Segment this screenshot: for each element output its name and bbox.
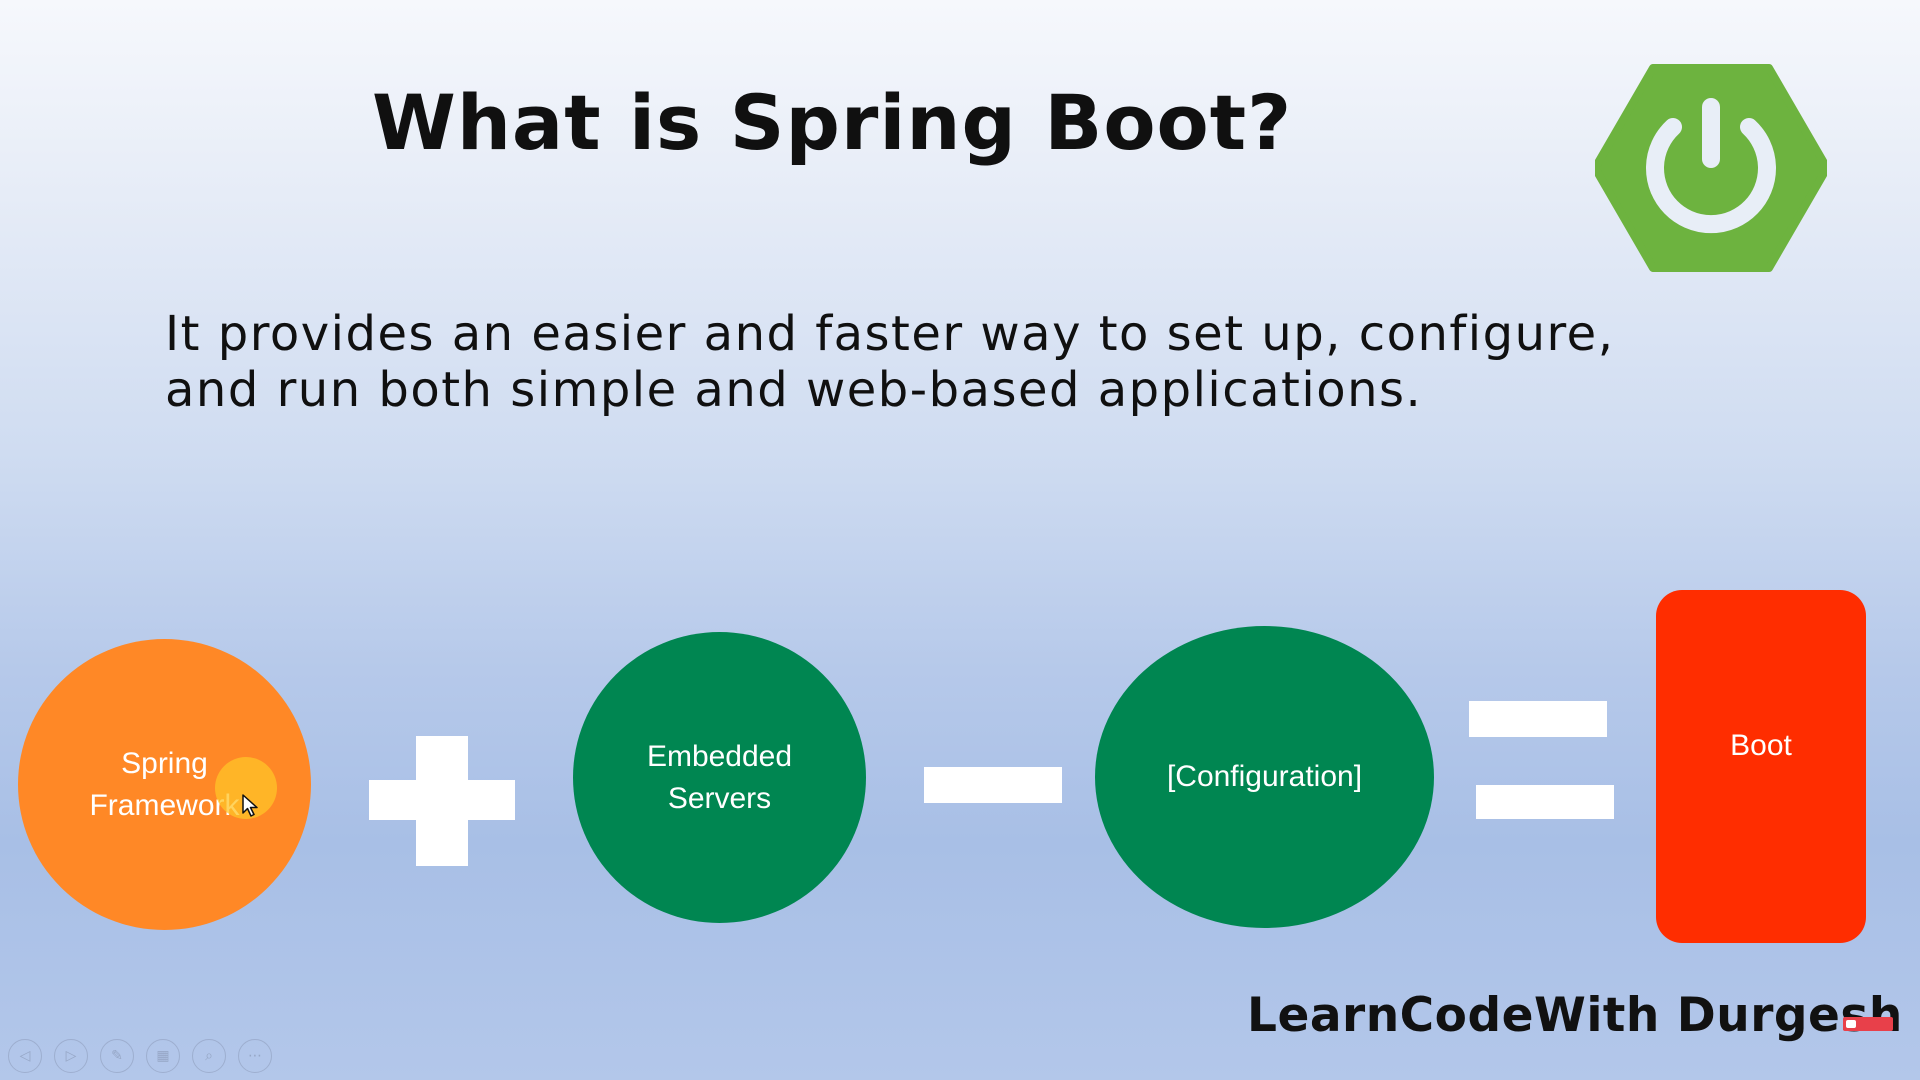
description-line-1: It provides an easier and faster way to … bbox=[165, 306, 1615, 362]
spring-framework-label-line-1: Spring bbox=[121, 746, 208, 780]
embedded-servers-label-line-1: Embedded bbox=[646, 739, 793, 773]
slide-title: What is Spring Boot? bbox=[372, 78, 1293, 167]
zoom-icon[interactable]: ⌕ bbox=[192, 1039, 226, 1073]
boot-label: Boot bbox=[1730, 728, 1792, 762]
logo-power-arc bbox=[1646, 118, 1776, 234]
channel-watermark: LearnCodeWith Durgesh bbox=[1247, 988, 1903, 1043]
previous-icon[interactable]: ◁ bbox=[8, 1039, 42, 1073]
plus-sign-vertical bbox=[416, 736, 468, 866]
configuration-circle: [Configuration] bbox=[1095, 626, 1434, 928]
subscribe-badge[interactable] bbox=[1843, 1017, 1893, 1031]
spring-power-icon bbox=[1595, 64, 1827, 272]
configuration-label: [Configuration] bbox=[1166, 760, 1363, 793]
embedded-servers-circle: Embedded Servers bbox=[573, 632, 866, 923]
logo-power-line bbox=[1702, 98, 1720, 168]
more-icon[interactable]: ⋯ bbox=[238, 1039, 272, 1073]
slide-description: It provides an easier and faster way to … bbox=[165, 306, 1725, 418]
slideshow-controls: ◁ ▷ ✎ ▦ ⌕ ⋯ bbox=[8, 1039, 272, 1073]
equals-sign-bottom-bar bbox=[1476, 785, 1614, 819]
slides-grid-icon[interactable]: ▦ bbox=[146, 1039, 180, 1073]
boot-box: Boot bbox=[1656, 590, 1866, 943]
minus-sign bbox=[924, 767, 1062, 803]
description-line-2: and run both simple and web-based applic… bbox=[165, 362, 1423, 418]
youtube-icon bbox=[1846, 1020, 1856, 1028]
spring-framework-label-line-2: Framework bbox=[89, 788, 240, 822]
next-icon[interactable]: ▷ bbox=[54, 1039, 88, 1073]
pen-icon[interactable]: ✎ bbox=[100, 1039, 134, 1073]
mouse-pointer-icon bbox=[242, 794, 258, 817]
embedded-servers-label-line-2: Servers bbox=[667, 781, 772, 815]
equals-sign-top-bar bbox=[1469, 701, 1607, 737]
